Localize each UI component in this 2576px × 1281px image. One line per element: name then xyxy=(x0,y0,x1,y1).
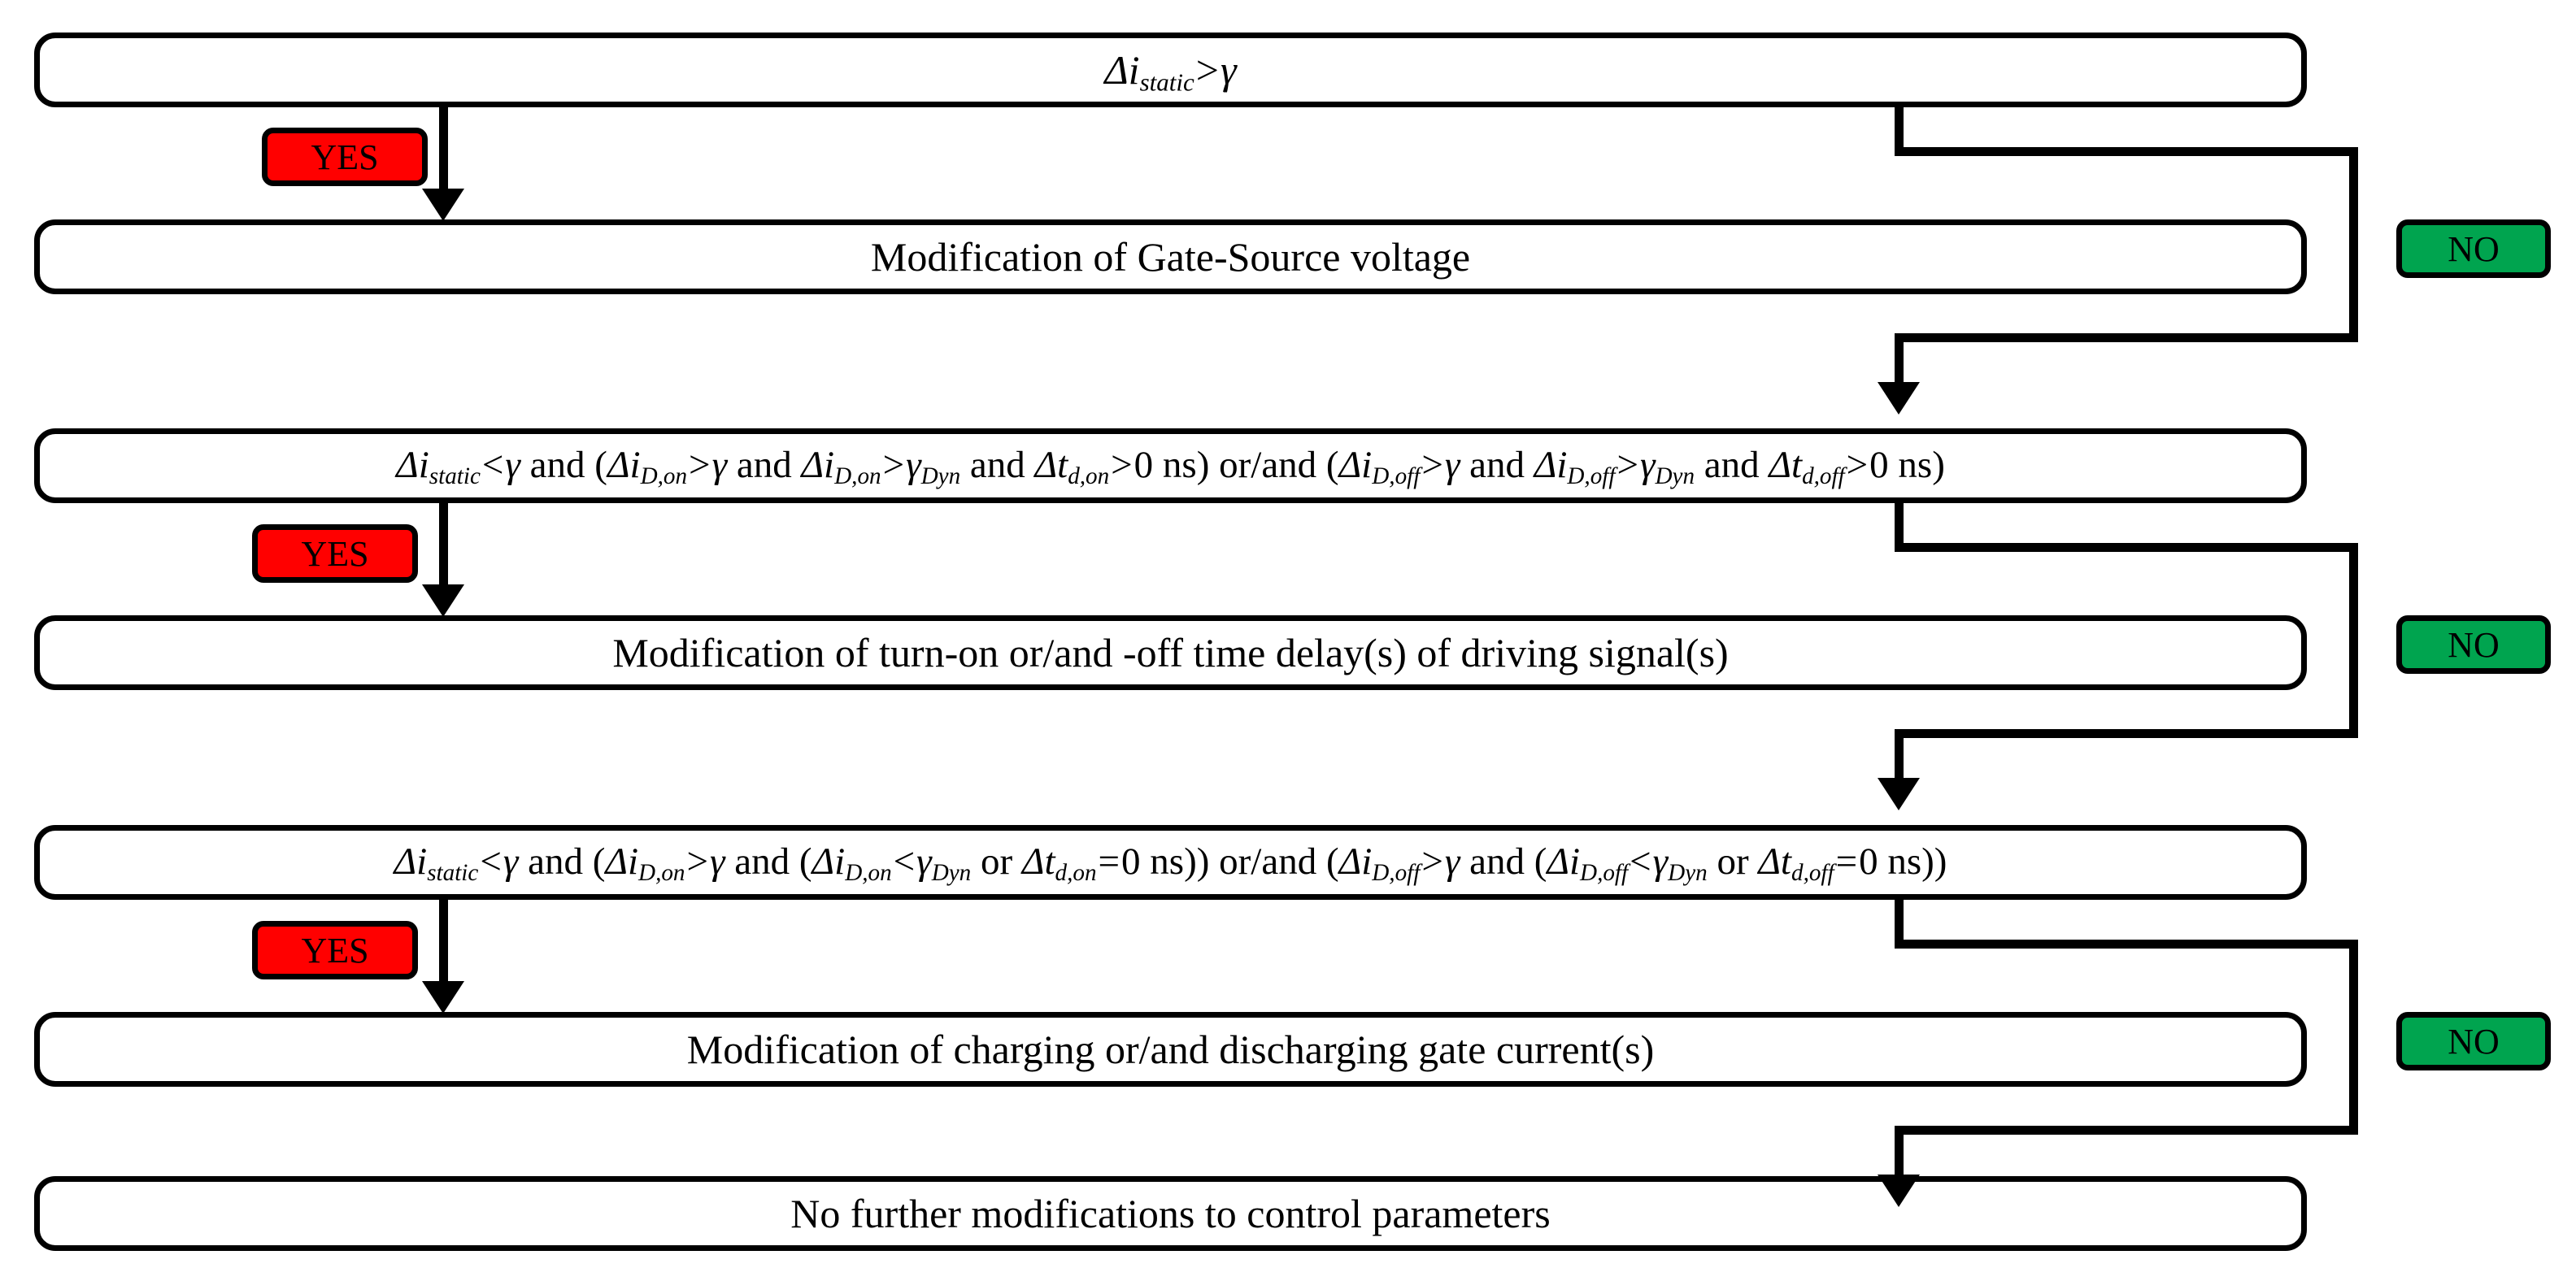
yes-connector-1-stem xyxy=(439,107,448,197)
no-connector-1-right-vertical xyxy=(2349,147,2358,342)
no-connector-1-bottom-horizontal xyxy=(1895,333,2358,342)
terminal-node-no-further-modifications[interactable]: No further modifications to control para… xyxy=(34,1176,2307,1251)
branch-badge-no-2-label: NO xyxy=(2448,624,2500,665)
branch-badge-no-2: NO xyxy=(2396,615,2551,674)
yes-connector-2-stem xyxy=(439,503,448,593)
no-connector-2-bottom-horizontal xyxy=(1895,729,2358,738)
decision-node-static-current[interactable]: Δistatic>γ xyxy=(34,33,2307,107)
no-connector-3-top-horizontal xyxy=(1895,940,2358,949)
no-connector-1-top-horizontal xyxy=(1895,147,2358,156)
branch-badge-no-3: NO xyxy=(2396,1012,2551,1070)
action-node-gate-current-modification-label: Modification of charging or/and discharg… xyxy=(686,1026,1655,1072)
no-connector-2-right-vertical xyxy=(2349,543,2358,738)
terminal-node-no-further-modifications-label: No further modifications to control para… xyxy=(790,1190,1551,1236)
decision-node-gate-current-label: Δistatic<γ and (ΔiD,on>γ and (ΔiD,on<γDy… xyxy=(394,840,1947,887)
no-connector-3-drop xyxy=(1895,1126,1904,1187)
decision-node-static-current-label: Δistatic>γ xyxy=(1104,46,1237,97)
yes-connector-2-arrowhead xyxy=(422,584,464,617)
action-node-time-delay-label: Modification of turn-on or/and -off time… xyxy=(612,629,1729,675)
no-connector-2-stem xyxy=(1895,503,1904,552)
yes-connector-1-arrowhead xyxy=(422,189,464,221)
branch-badge-yes-2-label: YES xyxy=(301,533,369,574)
decision-node-dynamic-delay-label: Δistatic<γ and (ΔiD,on>γ and ΔiD,on>γDyn… xyxy=(396,444,1945,490)
branch-badge-yes-3: YES xyxy=(252,921,418,979)
no-connector-3-arrowhead xyxy=(1878,1175,1920,1207)
no-connector-3-stem xyxy=(1895,900,1904,949)
decision-node-gate-current[interactable]: Δistatic<γ and (ΔiD,on>γ and (ΔiD,on<γDy… xyxy=(34,825,2307,900)
branch-badge-yes-1-label: YES xyxy=(311,137,379,177)
decision-node-dynamic-delay[interactable]: Δistatic<γ and (ΔiD,on>γ and ΔiD,on>γDyn… xyxy=(34,428,2307,503)
no-connector-3-right-vertical xyxy=(2349,940,2358,1135)
no-connector-2-arrowhead xyxy=(1878,778,1920,810)
branch-badge-yes-3-label: YES xyxy=(301,930,369,971)
no-connector-2-top-horizontal xyxy=(1895,543,2358,552)
branch-badge-no-1: NO xyxy=(2396,219,2551,278)
branch-badge-no-1-label: NO xyxy=(2448,228,2500,269)
branch-badge-no-3-label: NO xyxy=(2448,1021,2500,1062)
action-node-gate-source-voltage-label: Modification of Gate-Source voltage xyxy=(870,233,1471,280)
action-node-time-delay[interactable]: Modification of turn-on or/and -off time… xyxy=(34,615,2307,690)
branch-badge-yes-2: YES xyxy=(252,524,418,583)
yes-connector-3-stem xyxy=(439,900,448,989)
no-connector-1-arrowhead xyxy=(1878,382,1920,415)
no-connector-3-bottom-horizontal xyxy=(1895,1126,2358,1135)
no-connector-1-drop xyxy=(1895,333,1904,394)
yes-connector-3-arrowhead xyxy=(422,981,464,1014)
action-node-gate-source-voltage[interactable]: Modification of Gate-Source voltage xyxy=(34,219,2307,294)
no-connector-2-drop xyxy=(1895,729,1904,790)
action-node-gate-current-modification[interactable]: Modification of charging or/and discharg… xyxy=(34,1012,2307,1087)
no-connector-1-stem xyxy=(1895,107,1904,156)
branch-badge-yes-1: YES xyxy=(262,128,428,186)
